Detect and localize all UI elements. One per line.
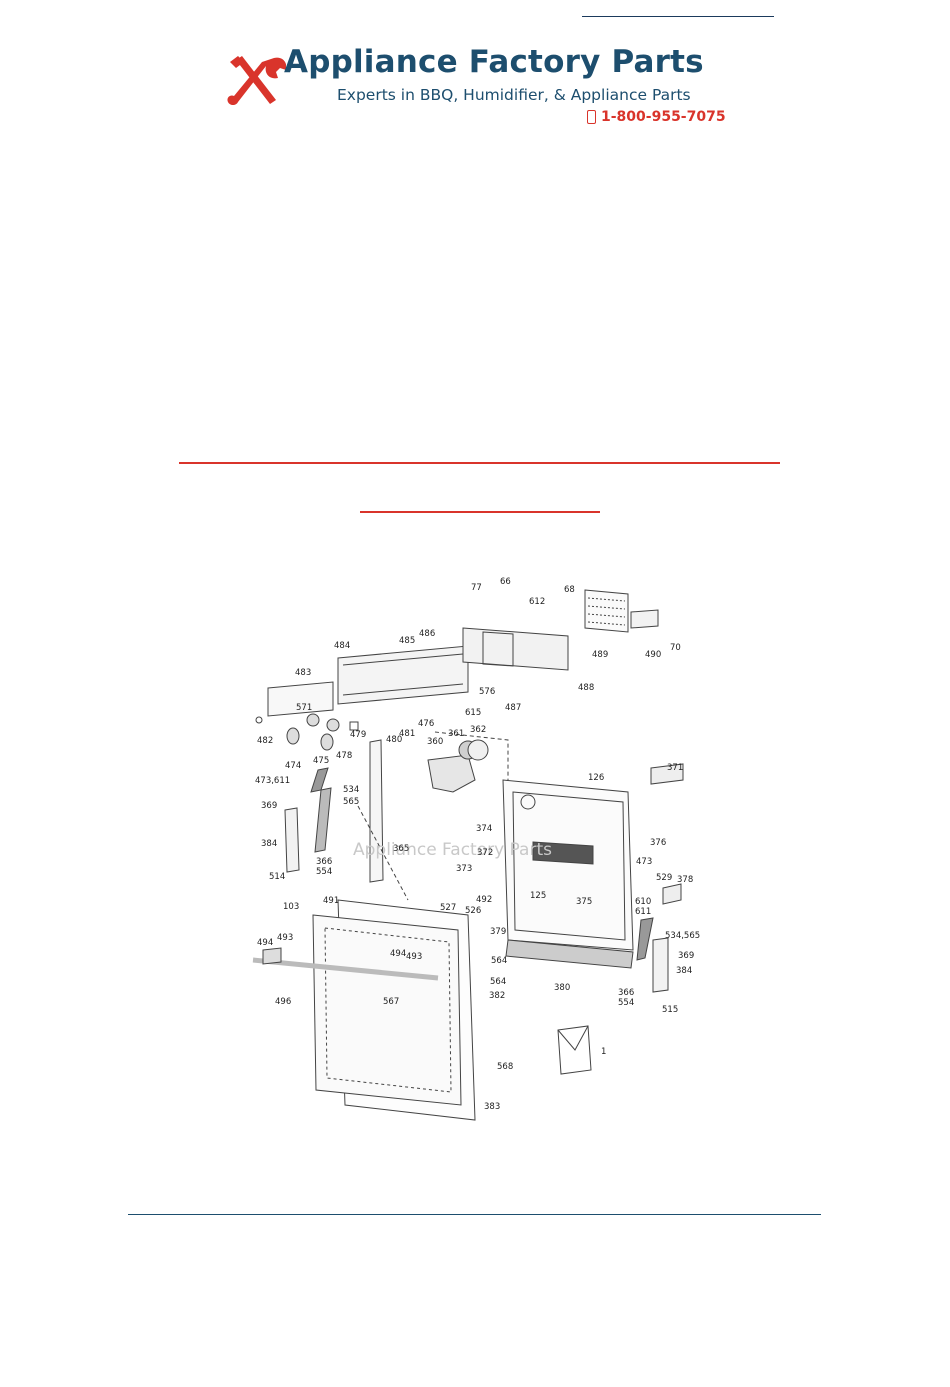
part-label: 70 bbox=[670, 643, 681, 653]
part-label: 474 bbox=[285, 761, 301, 771]
part-label: 384 bbox=[261, 839, 277, 849]
part-label: 554 bbox=[316, 867, 332, 877]
diagram-watermark: Appliance Factory Parts bbox=[353, 840, 552, 860]
part-label: 554 bbox=[618, 998, 634, 1008]
part-label: 494 bbox=[390, 949, 406, 959]
part-label: 615 bbox=[465, 708, 481, 718]
part-label: 571 bbox=[296, 703, 312, 713]
part-label: 490 bbox=[645, 650, 661, 660]
part-label: 482 bbox=[257, 736, 273, 746]
part-label: 611 bbox=[635, 907, 651, 917]
part-label: 492 bbox=[476, 895, 492, 905]
part-label: 610 bbox=[635, 897, 651, 907]
phone-number[interactable]: 1-800-955-7075 bbox=[587, 109, 726, 125]
footer-divider bbox=[128, 1214, 821, 1215]
part-label: 382 bbox=[489, 991, 505, 1001]
part-label: 565 bbox=[343, 797, 359, 807]
part-label: 379 bbox=[490, 927, 506, 937]
part-label: 366 bbox=[316, 857, 332, 867]
part-label: 493 bbox=[406, 952, 422, 962]
part-label: 481 bbox=[399, 729, 415, 739]
part-label: 567 bbox=[383, 997, 399, 1007]
part-label: 378 bbox=[677, 875, 693, 885]
exploded-parts-diagram: Appliance Factory Parts 77 66 612 68 485 486 4… bbox=[213, 570, 725, 1136]
part-label: 103 bbox=[283, 902, 299, 912]
part-label: 493 bbox=[277, 933, 293, 943]
part-label: 473 bbox=[636, 857, 652, 867]
part-label: 486 bbox=[419, 629, 435, 639]
part-label: 576 bbox=[479, 687, 495, 697]
part-label: 383 bbox=[484, 1102, 500, 1112]
brand-tagline: Experts in BBQ, Humidifier, & Appliance … bbox=[337, 86, 691, 104]
part-label: 526 bbox=[465, 906, 481, 916]
part-label: 372 bbox=[477, 848, 493, 858]
part-label: 371 bbox=[667, 763, 683, 773]
part-label: 68 bbox=[564, 585, 575, 595]
part-label: 479 bbox=[350, 730, 366, 740]
part-label: 478 bbox=[336, 751, 352, 761]
part-label: 362 bbox=[470, 725, 486, 735]
part-label: 483 bbox=[295, 668, 311, 678]
part-label: 564 bbox=[491, 956, 507, 966]
part-label: 476 bbox=[418, 719, 434, 729]
wrench-screwdriver-icon bbox=[227, 56, 286, 105]
part-label: 496 bbox=[275, 997, 291, 1007]
part-label: 485 bbox=[399, 636, 415, 646]
part-label: 361 bbox=[448, 729, 464, 739]
part-label: 373 bbox=[456, 864, 472, 874]
part-label: 494 bbox=[257, 938, 273, 948]
part-label: 564 bbox=[490, 977, 506, 987]
part-label: 126 bbox=[588, 773, 604, 783]
part-label: 376 bbox=[650, 838, 666, 848]
part-label: 527 bbox=[440, 903, 456, 913]
part-label: 380 bbox=[554, 983, 570, 993]
part-label: 384 bbox=[676, 966, 692, 976]
part-label: 360 bbox=[427, 737, 443, 747]
part-label: 529 bbox=[656, 873, 672, 883]
part-label: 77 bbox=[471, 583, 482, 593]
part-label: 487 bbox=[505, 703, 521, 713]
part-label: 514 bbox=[269, 872, 285, 882]
section-title-underline bbox=[360, 511, 600, 513]
part-label: 475 bbox=[313, 756, 329, 766]
part-label: 568 bbox=[497, 1062, 513, 1072]
mobile-phone-icon bbox=[587, 110, 596, 124]
phone-number-text: 1-800-955-7075 bbox=[601, 109, 726, 125]
part-label: 366 bbox=[618, 988, 634, 998]
part-label: 488 bbox=[578, 683, 594, 693]
part-label: 480 bbox=[386, 735, 402, 745]
part-label: 369 bbox=[678, 951, 694, 961]
part-label: 374 bbox=[476, 824, 492, 834]
part-label: 125 bbox=[530, 891, 546, 901]
part-label: 484 bbox=[334, 641, 350, 651]
part-label: 375 bbox=[576, 897, 592, 907]
part-label: 365 bbox=[393, 844, 409, 854]
section-divider-red bbox=[179, 462, 780, 464]
part-label: 1 bbox=[601, 1047, 606, 1057]
part-label: 66 bbox=[500, 577, 511, 587]
part-label: 473,611 bbox=[255, 776, 290, 786]
part-labels: 77 66 612 68 485 486 484 489 490 70 488 483 576 487 57… bbox=[255, 577, 700, 1112]
part-label: 534 bbox=[343, 785, 359, 795]
part-label: 491 bbox=[323, 896, 339, 906]
brand-name: Appliance Factory Parts bbox=[284, 44, 704, 80]
top-link-underline bbox=[582, 16, 774, 17]
part-label: 489 bbox=[592, 650, 608, 660]
part-label: 534,565 bbox=[665, 931, 700, 941]
part-label: 369 bbox=[261, 801, 277, 811]
part-label: 515 bbox=[662, 1005, 678, 1015]
part-label: 612 bbox=[529, 597, 545, 607]
